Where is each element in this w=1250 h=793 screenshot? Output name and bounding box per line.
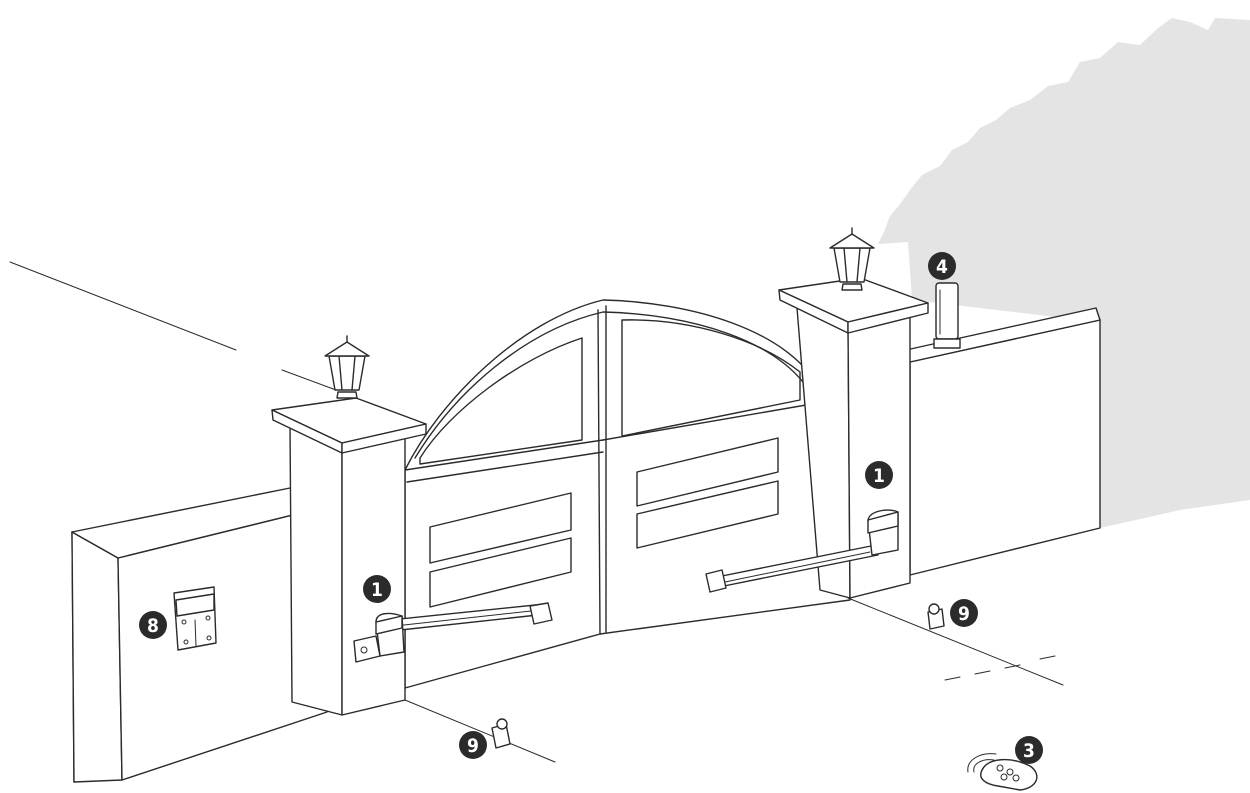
photocell-right-icon (928, 604, 944, 629)
callout-motor-right: 1 (865, 461, 893, 489)
photocell-left-icon (492, 719, 510, 748)
svg-text:1: 1 (873, 465, 885, 487)
svg-text:4: 4 (936, 256, 948, 278)
svg-text:9: 9 (958, 603, 970, 625)
control-unit-icon (174, 587, 216, 650)
callout-motor-left: 1 (363, 575, 391, 603)
callout-photocell-left: 9 (459, 731, 487, 759)
flashing-light-icon (934, 283, 960, 348)
callout-remote: 3 (1015, 736, 1043, 764)
gate (405, 300, 850, 688)
svg-text:3: 3 (1023, 740, 1035, 762)
left-pillar (272, 398, 426, 715)
svg-text:9: 9 (467, 735, 479, 757)
callout-photocell-right: 9 (950, 599, 978, 627)
callout-control-unit: 8 (139, 611, 167, 639)
callout-flashing-light: 4 (928, 252, 956, 280)
background-lines (10, 262, 336, 390)
svg-text:8: 8 (147, 615, 159, 637)
svg-text:1: 1 (371, 579, 383, 601)
